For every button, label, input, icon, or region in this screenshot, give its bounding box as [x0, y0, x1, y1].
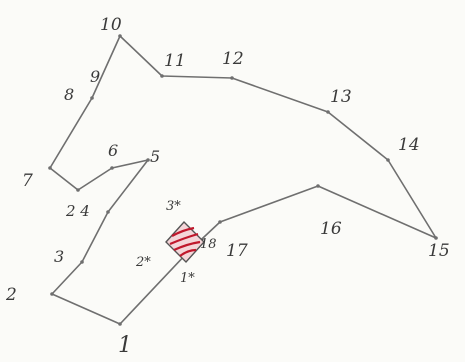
- marker-hatch: [171, 226, 195, 237]
- point-label: 3*: [166, 199, 181, 214]
- point-label: 2: [5, 285, 17, 305]
- point-label: 10: [100, 15, 122, 35]
- vertex-dot: [118, 322, 122, 326]
- vertex-dot: [326, 110, 330, 114]
- vertex-dot: [48, 166, 52, 170]
- point-label: 13: [330, 87, 352, 107]
- vertex-dot: [230, 76, 234, 80]
- point-label: 18: [200, 237, 217, 252]
- vertex-dot: [80, 260, 84, 264]
- vertex-dot: [50, 292, 54, 296]
- point-label: 6: [108, 141, 118, 160]
- marker-hatch: [173, 240, 201, 251]
- outline-path: [49, 35, 437, 325]
- point-label: 3: [54, 247, 64, 266]
- vertex-dot: [386, 158, 390, 162]
- point-label: 9: [90, 67, 100, 86]
- vertex-dot: [434, 236, 438, 240]
- point-label: 2 4: [65, 202, 90, 220]
- point-label: 5: [150, 147, 160, 166]
- vertex-dot: [90, 96, 94, 100]
- point-label: 8: [64, 85, 74, 104]
- marker-hatch: [179, 248, 197, 257]
- vertex-dot: [218, 220, 222, 224]
- point-label: 1: [118, 333, 132, 358]
- vertex-dot: [110, 166, 114, 170]
- vertex-dot: [76, 188, 80, 192]
- point-label: 2*: [135, 255, 151, 270]
- vertex-dot: [146, 158, 150, 162]
- vertex-dot: [160, 74, 164, 78]
- point-label: 11: [164, 51, 186, 71]
- vertex-dot: [316, 184, 320, 188]
- point-label: 14: [398, 135, 420, 155]
- point-label: 12: [222, 49, 244, 69]
- vertex-dot: [118, 34, 122, 38]
- point-label: 17: [226, 241, 248, 261]
- point-label: 7: [22, 171, 33, 191]
- point-label: 1*: [180, 271, 195, 286]
- eye-marker: [165, 220, 205, 264]
- point-label: 16: [320, 219, 342, 239]
- marker-hatch: [169, 232, 199, 246]
- vertex-dot: [106, 210, 110, 214]
- point-label: 15: [428, 241, 450, 261]
